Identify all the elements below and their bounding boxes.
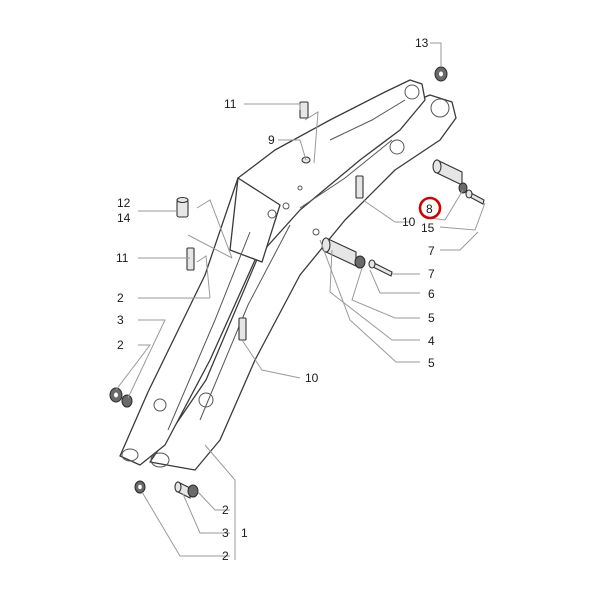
wear-pad-11-left [186, 247, 195, 271]
callout-10-top: 10 [402, 215, 416, 229]
callout-2-bottom: 2 [222, 503, 229, 517]
pin-middle [325, 237, 357, 267]
wear-pads [186, 101, 364, 341]
callout-5-lower: 5 [428, 356, 435, 370]
callout-6: 6 [428, 287, 435, 301]
callout-2-lowest: 2 [222, 549, 229, 563]
boom-arm [119, 79, 457, 471]
callout-5-upper: 5 [428, 311, 435, 325]
loose-parts [109, 66, 485, 499]
leader-lines [115, 42, 486, 560]
callout-14: 14 [117, 211, 131, 225]
wear-pad-10-bottom [238, 317, 247, 341]
callout-7-middle: 7 [428, 267, 435, 281]
callout-11-left: 11 [116, 251, 129, 265]
boom-cross-plate [229, 177, 281, 263]
callout-10-bottom: 10 [305, 371, 319, 385]
spacer-8 [458, 182, 468, 194]
callout-3-bottom: 3 [222, 526, 229, 540]
callout-3-upper: 3 [117, 313, 124, 327]
callout-11-top: 11 [224, 97, 237, 111]
bushing-3-left [121, 394, 133, 408]
wear-pad-10-top [355, 175, 364, 199]
callout-15: 15 [421, 221, 435, 235]
callout-2-upper: 2 [117, 291, 124, 305]
callout-12: 12 [117, 196, 131, 210]
washer-2-bottom-right [187, 484, 199, 498]
washer-5 [354, 255, 366, 269]
callout-13: 13 [415, 36, 429, 50]
callout-1: 1 [241, 526, 248, 540]
callout-2-middle: 2 [117, 338, 124, 352]
callout-labels: 13 11 9 12 14 11 10 8 15 7 7 6 5 4 5 2 3… [116, 36, 442, 563]
callout-4: 4 [428, 334, 435, 348]
boom-rear-beam [119, 79, 426, 466]
callout-9: 9 [268, 133, 275, 147]
callout-8: 8 [426, 202, 433, 216]
callout-8-highlight [418, 196, 442, 220]
callout-7-top: 7 [428, 244, 435, 258]
wear-pad-11-top [299, 101, 309, 119]
